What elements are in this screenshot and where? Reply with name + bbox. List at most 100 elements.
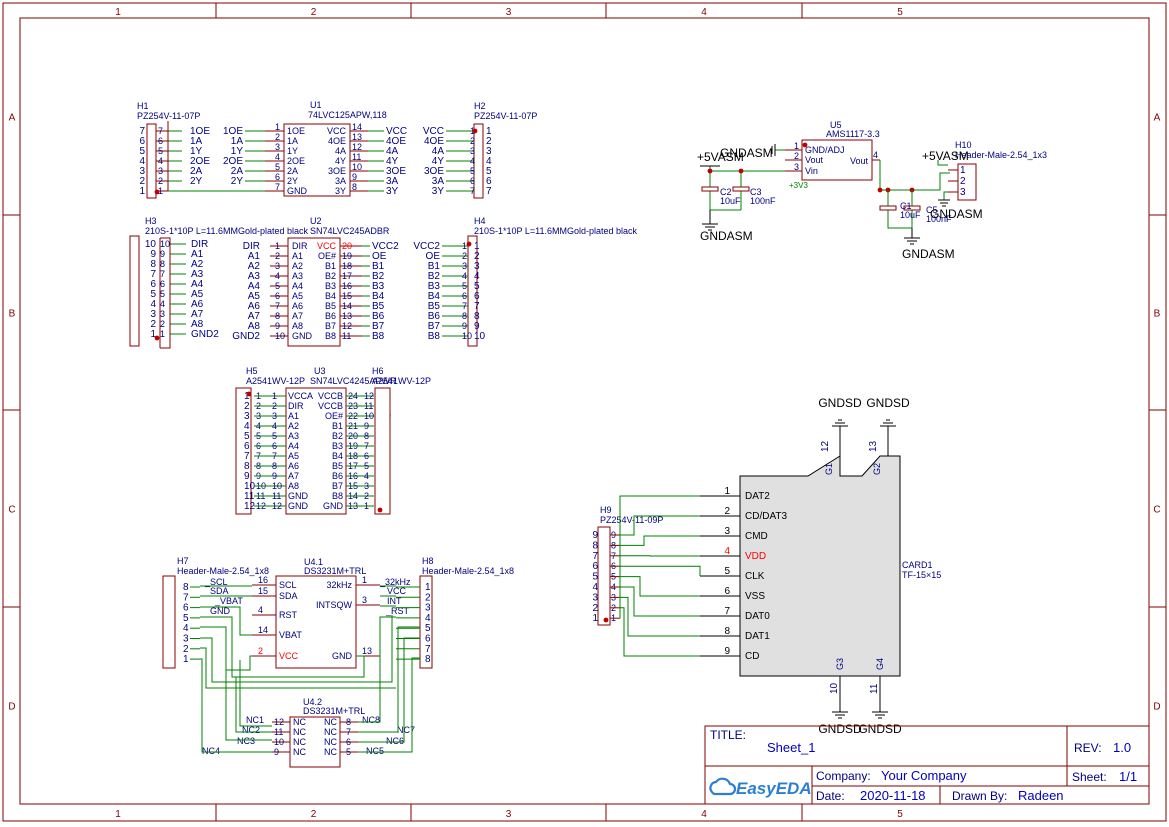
- drawn-by-value: Radeen: [1018, 788, 1064, 803]
- ground-symbol: [872, 711, 888, 719]
- pin-number: 11: [869, 683, 880, 694]
- pin-number: 16: [342, 281, 352, 291]
- wire: [200, 626, 252, 671]
- wire: [620, 607, 700, 657]
- column-label-top: 3: [506, 7, 512, 18]
- column-label-bottom: 4: [701, 809, 707, 820]
- row-label-right: D: [1153, 702, 1160, 713]
- net-label: B3: [372, 281, 385, 292]
- net-label: NC8: [362, 715, 380, 725]
- net-label: B6: [372, 311, 385, 322]
- pin-name: GND: [323, 501, 344, 511]
- pin-name: B1: [332, 421, 343, 431]
- wire: [225, 670, 272, 741]
- part-number: PZ254V-11-07P: [137, 111, 200, 121]
- pin-name: 3A: [335, 176, 346, 186]
- pin-number-inner: 5: [470, 166, 475, 176]
- net-label: GNDASM: [720, 146, 773, 160]
- net-label: GNDASM: [700, 229, 753, 243]
- pin-number-inner: 3: [364, 481, 369, 491]
- value: 10uF: [900, 210, 921, 220]
- pin-number: 10: [275, 331, 285, 341]
- ref-designator: H4: [474, 216, 486, 226]
- wire: [232, 676, 272, 733]
- pin-number: 4: [592, 582, 598, 593]
- connector-h3-outline: [159, 237, 171, 349]
- connector-h2-body: [473, 123, 484, 199]
- pin-number: 13: [342, 311, 352, 321]
- pin-number: 2: [258, 646, 263, 656]
- pin-number: 8: [275, 311, 280, 321]
- pin-number: 1: [150, 329, 156, 340]
- pin-name: A8: [288, 481, 299, 491]
- pin-number: 3: [275, 142, 280, 152]
- ground-symbol: [904, 237, 920, 245]
- part-number: 210S-1*10P L=11.6MMGold-plated black: [474, 226, 638, 236]
- pin-number: 15: [342, 291, 352, 301]
- net-label: B6: [428, 311, 441, 322]
- pin-number-inner: 6: [470, 176, 475, 186]
- pin-number: 5: [272, 431, 277, 441]
- pin-name: G3: [835, 658, 845, 670]
- pin-number: 2: [960, 176, 966, 187]
- ref-designator: H9: [600, 505, 612, 515]
- pin-name: B2: [332, 431, 343, 441]
- pin-name: A3: [288, 431, 299, 441]
- pin-number: 5: [150, 289, 156, 300]
- pin-name: 2A: [287, 166, 298, 176]
- ground-symbol: [832, 419, 848, 427]
- part-number: A2541WV-12P: [372, 376, 431, 386]
- ic-u42-body: [289, 716, 341, 768]
- connector-h6-body: [374, 387, 391, 515]
- row-label-right: B: [1154, 309, 1161, 320]
- pin-number: 3: [592, 592, 598, 603]
- date-value: 2020-11-18: [860, 788, 926, 803]
- pin-number-inner: 1: [462, 241, 467, 251]
- ref-designator: H3: [145, 216, 157, 226]
- pin-number: 6: [244, 441, 250, 452]
- pin-number: 17: [342, 271, 352, 281]
- pin-number: 19: [342, 251, 352, 261]
- pin-number: 7: [139, 126, 145, 137]
- pin-number: 6: [474, 291, 480, 302]
- pin-number-inner: 4: [158, 156, 163, 166]
- pin-number: 10: [474, 331, 486, 342]
- net-label: B5: [428, 301, 441, 312]
- pin-number: 5: [474, 281, 480, 292]
- pin-name: 1OE: [287, 126, 305, 136]
- net-label: A3: [191, 269, 204, 280]
- ref-designator: C2: [720, 187, 732, 197]
- pin-number-inner: 7: [158, 126, 163, 136]
- net-label: A1: [191, 249, 204, 260]
- block-sn74lvc245: H3 210S-1*10P L=11.6MMGold-plated black 10…: [129, 216, 638, 349]
- pin1-marker: [377, 507, 383, 513]
- pin-number-inner: 1: [470, 126, 475, 136]
- pin-number-inner: 7: [462, 301, 467, 311]
- junction-dot: [877, 187, 883, 193]
- net-label: 2A: [190, 166, 203, 177]
- pin-number: 4: [183, 623, 189, 634]
- drawn-by-label: Drawn By:: [952, 789, 1007, 803]
- net-label: 1A: [190, 136, 203, 147]
- pin-name: B7: [325, 321, 336, 331]
- net-label: 3A: [432, 176, 445, 187]
- pin-number: 6: [592, 561, 598, 572]
- pin-number-inner: 5: [160, 289, 165, 299]
- pin-number: 8: [352, 182, 357, 192]
- connector-h7-body: [162, 575, 176, 669]
- pin-number-inner: 5: [364, 461, 369, 471]
- pin-number: 1: [272, 391, 277, 401]
- pin-name: B3: [332, 441, 343, 451]
- net-label: A4: [191, 279, 204, 290]
- ref-designator: U4.2: [303, 697, 322, 707]
- pin-number-inner: 7: [470, 186, 475, 196]
- pin-name: GND: [292, 331, 313, 341]
- net-label: 1A: [231, 136, 244, 147]
- pin-number-inner: 4: [470, 156, 475, 166]
- pin-name: DAT1: [745, 631, 770, 642]
- junction-dot: [707, 168, 713, 174]
- pin-number: 6: [275, 172, 280, 182]
